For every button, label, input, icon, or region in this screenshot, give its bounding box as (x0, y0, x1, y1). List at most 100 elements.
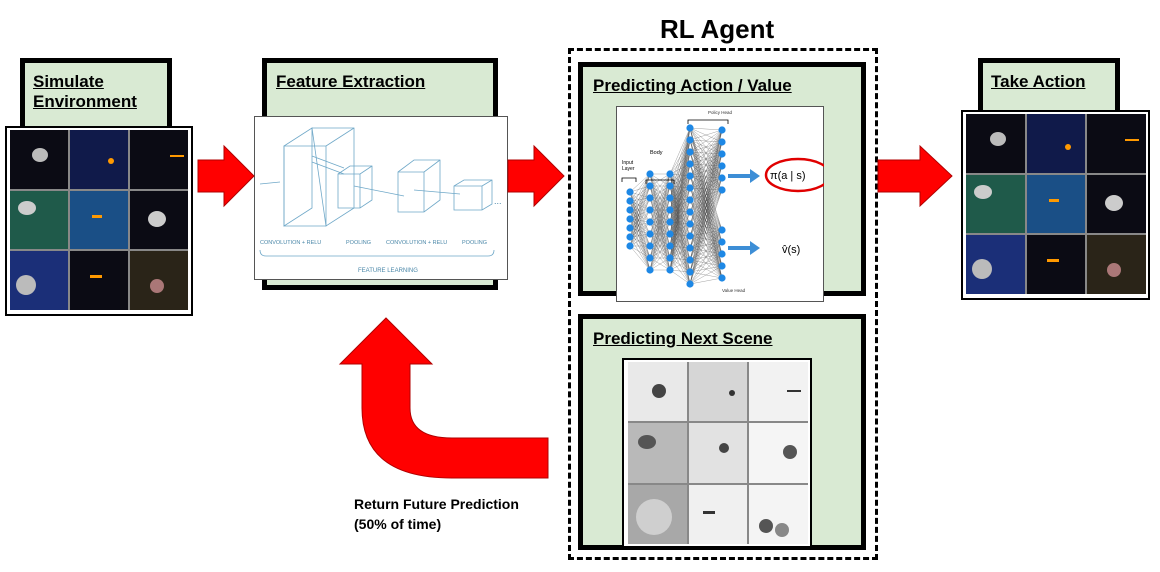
network-node (646, 182, 654, 190)
scene-tile (10, 251, 68, 310)
scene-tile (10, 190, 68, 250)
return-prediction-arrow (338, 317, 549, 479)
network-node (686, 172, 694, 180)
input-layer-label-line2: Layer (622, 166, 635, 172)
network-node (718, 126, 726, 134)
scene-tile (1026, 174, 1086, 234)
pred-tile (749, 423, 808, 483)
network-node (686, 148, 694, 156)
network-node (626, 206, 634, 214)
network-node (718, 174, 726, 182)
take-action-title: Take Action (991, 72, 1086, 91)
arrow-simulate-to-feature (197, 144, 255, 208)
scene-tile (1026, 114, 1086, 173)
network-node (666, 266, 674, 274)
cnn-label-pool1: POOLING (346, 240, 371, 246)
network-node (646, 254, 654, 262)
input-layer-label: Input Layer (622, 160, 635, 172)
scene-tile (10, 130, 68, 189)
network-node (686, 136, 694, 144)
network-node (718, 162, 726, 170)
scene-tile (130, 130, 188, 189)
network-node (626, 215, 634, 223)
value-arrow (728, 241, 760, 255)
network-node (686, 232, 694, 240)
network-node (646, 170, 654, 178)
network-node (718, 274, 726, 282)
network-node (666, 254, 674, 262)
network-node (718, 138, 726, 146)
return-caption: Return Future Prediction (50% of time) (354, 496, 519, 532)
policy-arrow (728, 169, 760, 183)
network-node (686, 256, 694, 264)
pred-tile (628, 484, 687, 544)
take-action-scene-grid (966, 114, 1146, 294)
predicted-scene-grid (628, 362, 808, 544)
network-node (686, 124, 694, 132)
scene-tile (130, 190, 188, 250)
value-output-label: v̂(s) (782, 244, 800, 256)
pred-tile (688, 423, 748, 483)
pred-tile (628, 362, 687, 422)
simulate-environment-title: Simulate Environment (33, 72, 137, 111)
network-node (718, 226, 726, 234)
scene-tile (966, 235, 1025, 294)
scene-tile (1087, 114, 1146, 173)
network-node (666, 218, 674, 226)
pred-tile (688, 484, 748, 544)
scene-tile (1087, 235, 1146, 294)
network-node (718, 150, 726, 158)
network-node (686, 220, 694, 228)
network-node (686, 160, 694, 168)
feature-extraction-title: Feature Extraction (276, 72, 426, 91)
network-node (626, 233, 634, 241)
simulate-scene-grid (10, 130, 188, 310)
predicting-action-title: Predicting Action / Value (593, 76, 792, 95)
network-node (646, 230, 654, 238)
network-node (666, 242, 674, 250)
network-node (646, 194, 654, 202)
cnn-diagram: CONVOLUTION + RELU POOLING CONVOLUTION +… (259, 127, 502, 274)
pred-tile (688, 362, 748, 422)
network-node (646, 242, 654, 250)
scene-tile (966, 174, 1025, 234)
network-node (626, 197, 634, 205)
body-label: Body (650, 150, 663, 156)
network-node (686, 208, 694, 216)
network-node (666, 230, 674, 238)
network-node (686, 268, 694, 276)
network-node (646, 218, 654, 226)
policy-output-label: π(a | s) (770, 170, 806, 182)
rl-agent-boundary (568, 48, 878, 560)
take-action-box (978, 58, 1120, 118)
network-node (626, 242, 634, 250)
network-node (646, 266, 654, 274)
value-head-label: Value Head (722, 288, 746, 293)
arrow-agent-to-action (877, 144, 953, 208)
pred-tile (628, 423, 687, 483)
network-node (686, 196, 694, 204)
scene-tile (130, 251, 188, 310)
cnn-label-pool2: POOLING (462, 240, 487, 246)
network-node (686, 244, 694, 252)
scene-tile (1087, 174, 1146, 234)
network-node (666, 182, 674, 190)
pred-tile (749, 484, 808, 544)
pred-tile (749, 362, 808, 422)
network-node (718, 250, 726, 258)
scene-tile (1026, 235, 1086, 294)
network-node (718, 238, 726, 246)
cnn-label-conv1: CONVOLUTION + RELU (260, 240, 321, 246)
network-node (666, 206, 674, 214)
network-node (666, 170, 674, 178)
policy-highlight-circle (764, 157, 824, 193)
agent-title: RL Agent (660, 14, 775, 44)
scene-tile (70, 190, 128, 250)
scene-tile (70, 251, 128, 310)
cnn-diagram-frame (254, 116, 508, 280)
arrow-feature-to-agent (507, 144, 565, 208)
scene-tile (966, 114, 1025, 173)
network-node (666, 194, 674, 202)
policy-head-label: Policy Head (708, 110, 733, 115)
network-node (626, 224, 634, 232)
